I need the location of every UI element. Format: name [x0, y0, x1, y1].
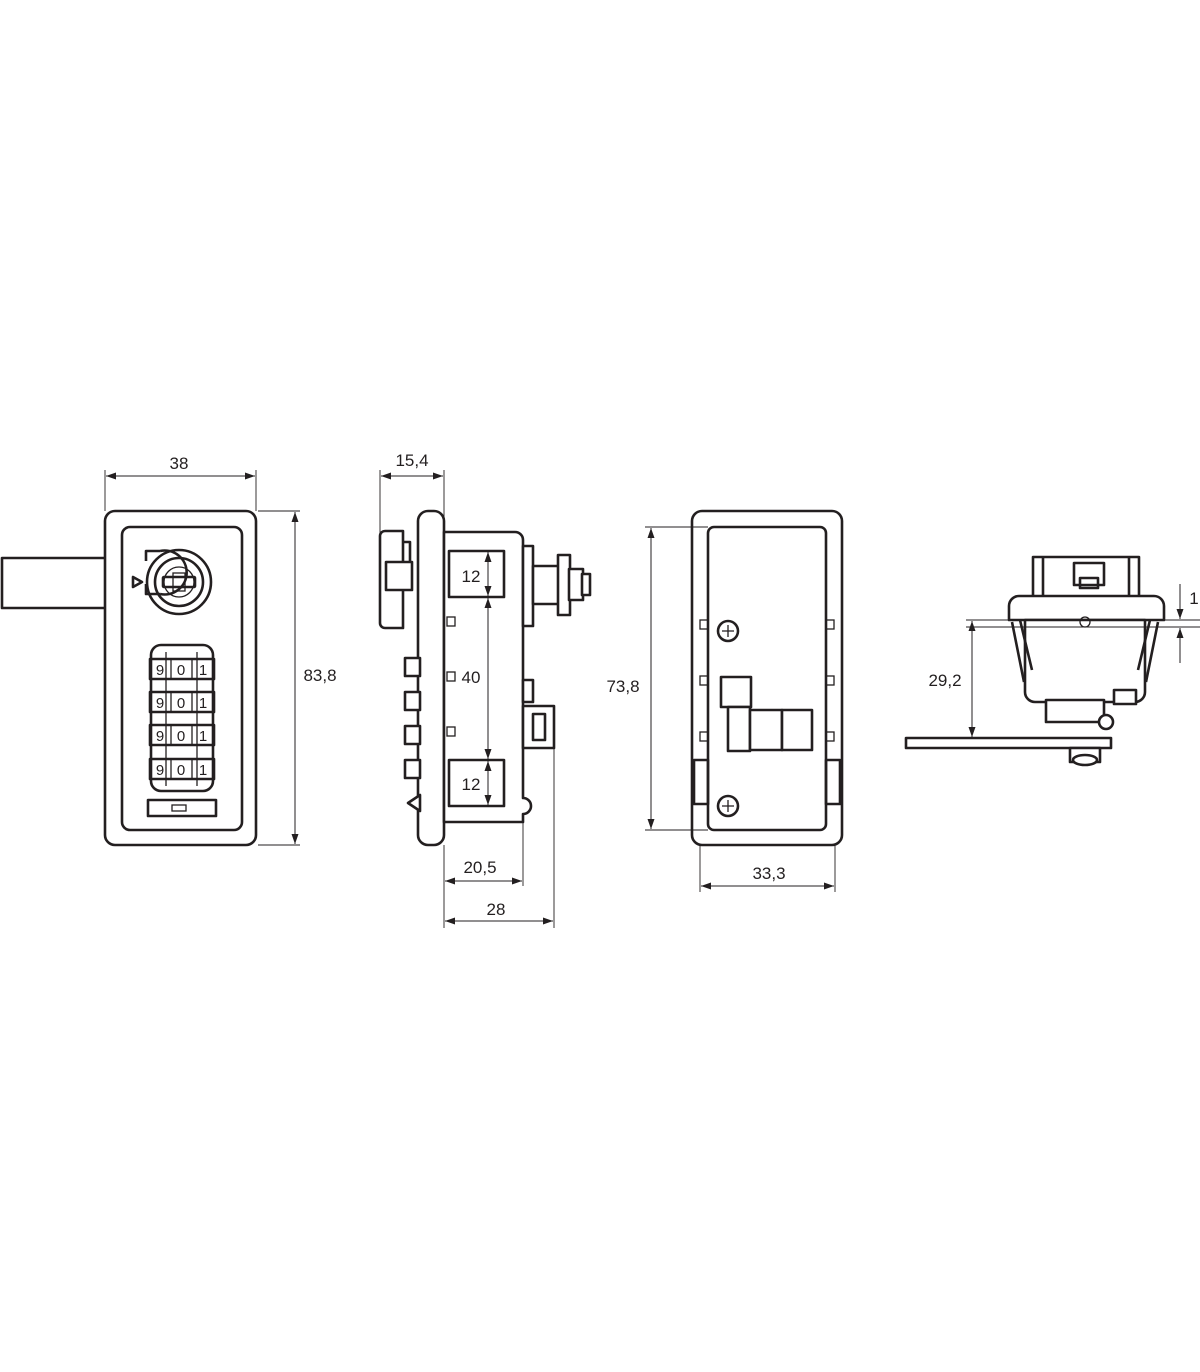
side-view: 12 40 12 15,4 20,5 28 — [378, 451, 592, 928]
dial-digit: 0 — [177, 728, 185, 745]
front-view: 9 0 1 9 0 1 9 0 1 9 0 1 — [0, 454, 337, 847]
dial-row: 9 0 1 — [148, 690, 216, 714]
dimension-label: 29,2 — [928, 671, 961, 690]
dial-row: 9 0 1 — [148, 757, 216, 781]
dial-digit: 0 — [177, 662, 185, 679]
dial-digit: 9 — [156, 662, 164, 679]
dimension-label: 28 — [487, 900, 506, 919]
screw-icon — [716, 794, 740, 818]
screw-icon — [716, 619, 740, 643]
dial-digit: 9 — [156, 762, 164, 779]
dial-row: 9 0 1 — [148, 657, 216, 681]
dimension-label: 73,8 — [606, 677, 639, 696]
dial-digit: 1 — [199, 762, 207, 779]
dial-digit: 0 — [177, 695, 185, 712]
dimension-label: 15,4 — [395, 451, 428, 470]
dimension-label: 12 — [462, 775, 481, 794]
dial-row: 9 0 1 — [148, 723, 216, 747]
dimension-label: 38 — [170, 454, 189, 473]
dial-digit: 1 — [199, 728, 207, 745]
dimension-label: 40 — [462, 668, 481, 687]
dimension-label: 1 — [1189, 589, 1198, 608]
key-cylinder — [131, 548, 213, 616]
dial-digit: 1 — [199, 662, 207, 679]
dimension-label: 20,5 — [463, 858, 496, 877]
dimension-label: 12 — [462, 567, 481, 586]
back-view: 73,8 33,3 — [606, 509, 844, 892]
dial-digit: 0 — [177, 762, 185, 779]
dial-digit: 9 — [156, 695, 164, 712]
dimension-label: 33,3 — [752, 864, 785, 883]
installed-view: 29,2 1 — [904, 555, 1200, 767]
dial-digit: 1 — [199, 695, 207, 712]
dial-digit: 9 — [156, 728, 164, 745]
dimension-label: 83,8 — [303, 666, 336, 685]
